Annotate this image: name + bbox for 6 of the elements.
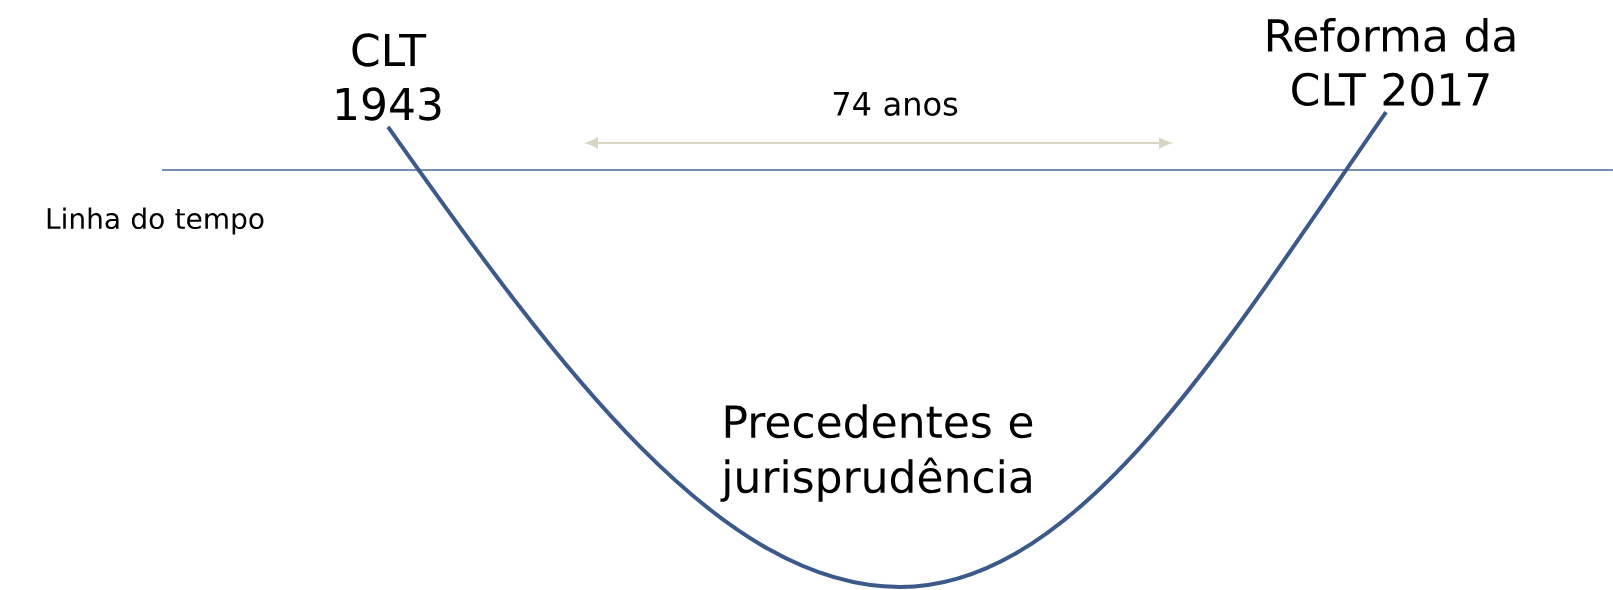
curve-line: [386, 111, 1388, 589]
timeline-event-label: Reforma da CLT 2017: [1267, 18, 1515, 107]
dimension-label: 74 anos: [833, 92, 958, 116]
curve-label: Precedentes e jurisprudência: [720, 404, 1033, 502]
axis-label: Linha do tempo: [47, 207, 264, 235]
timeline-event-label: CLT 1943: [336, 33, 441, 121]
